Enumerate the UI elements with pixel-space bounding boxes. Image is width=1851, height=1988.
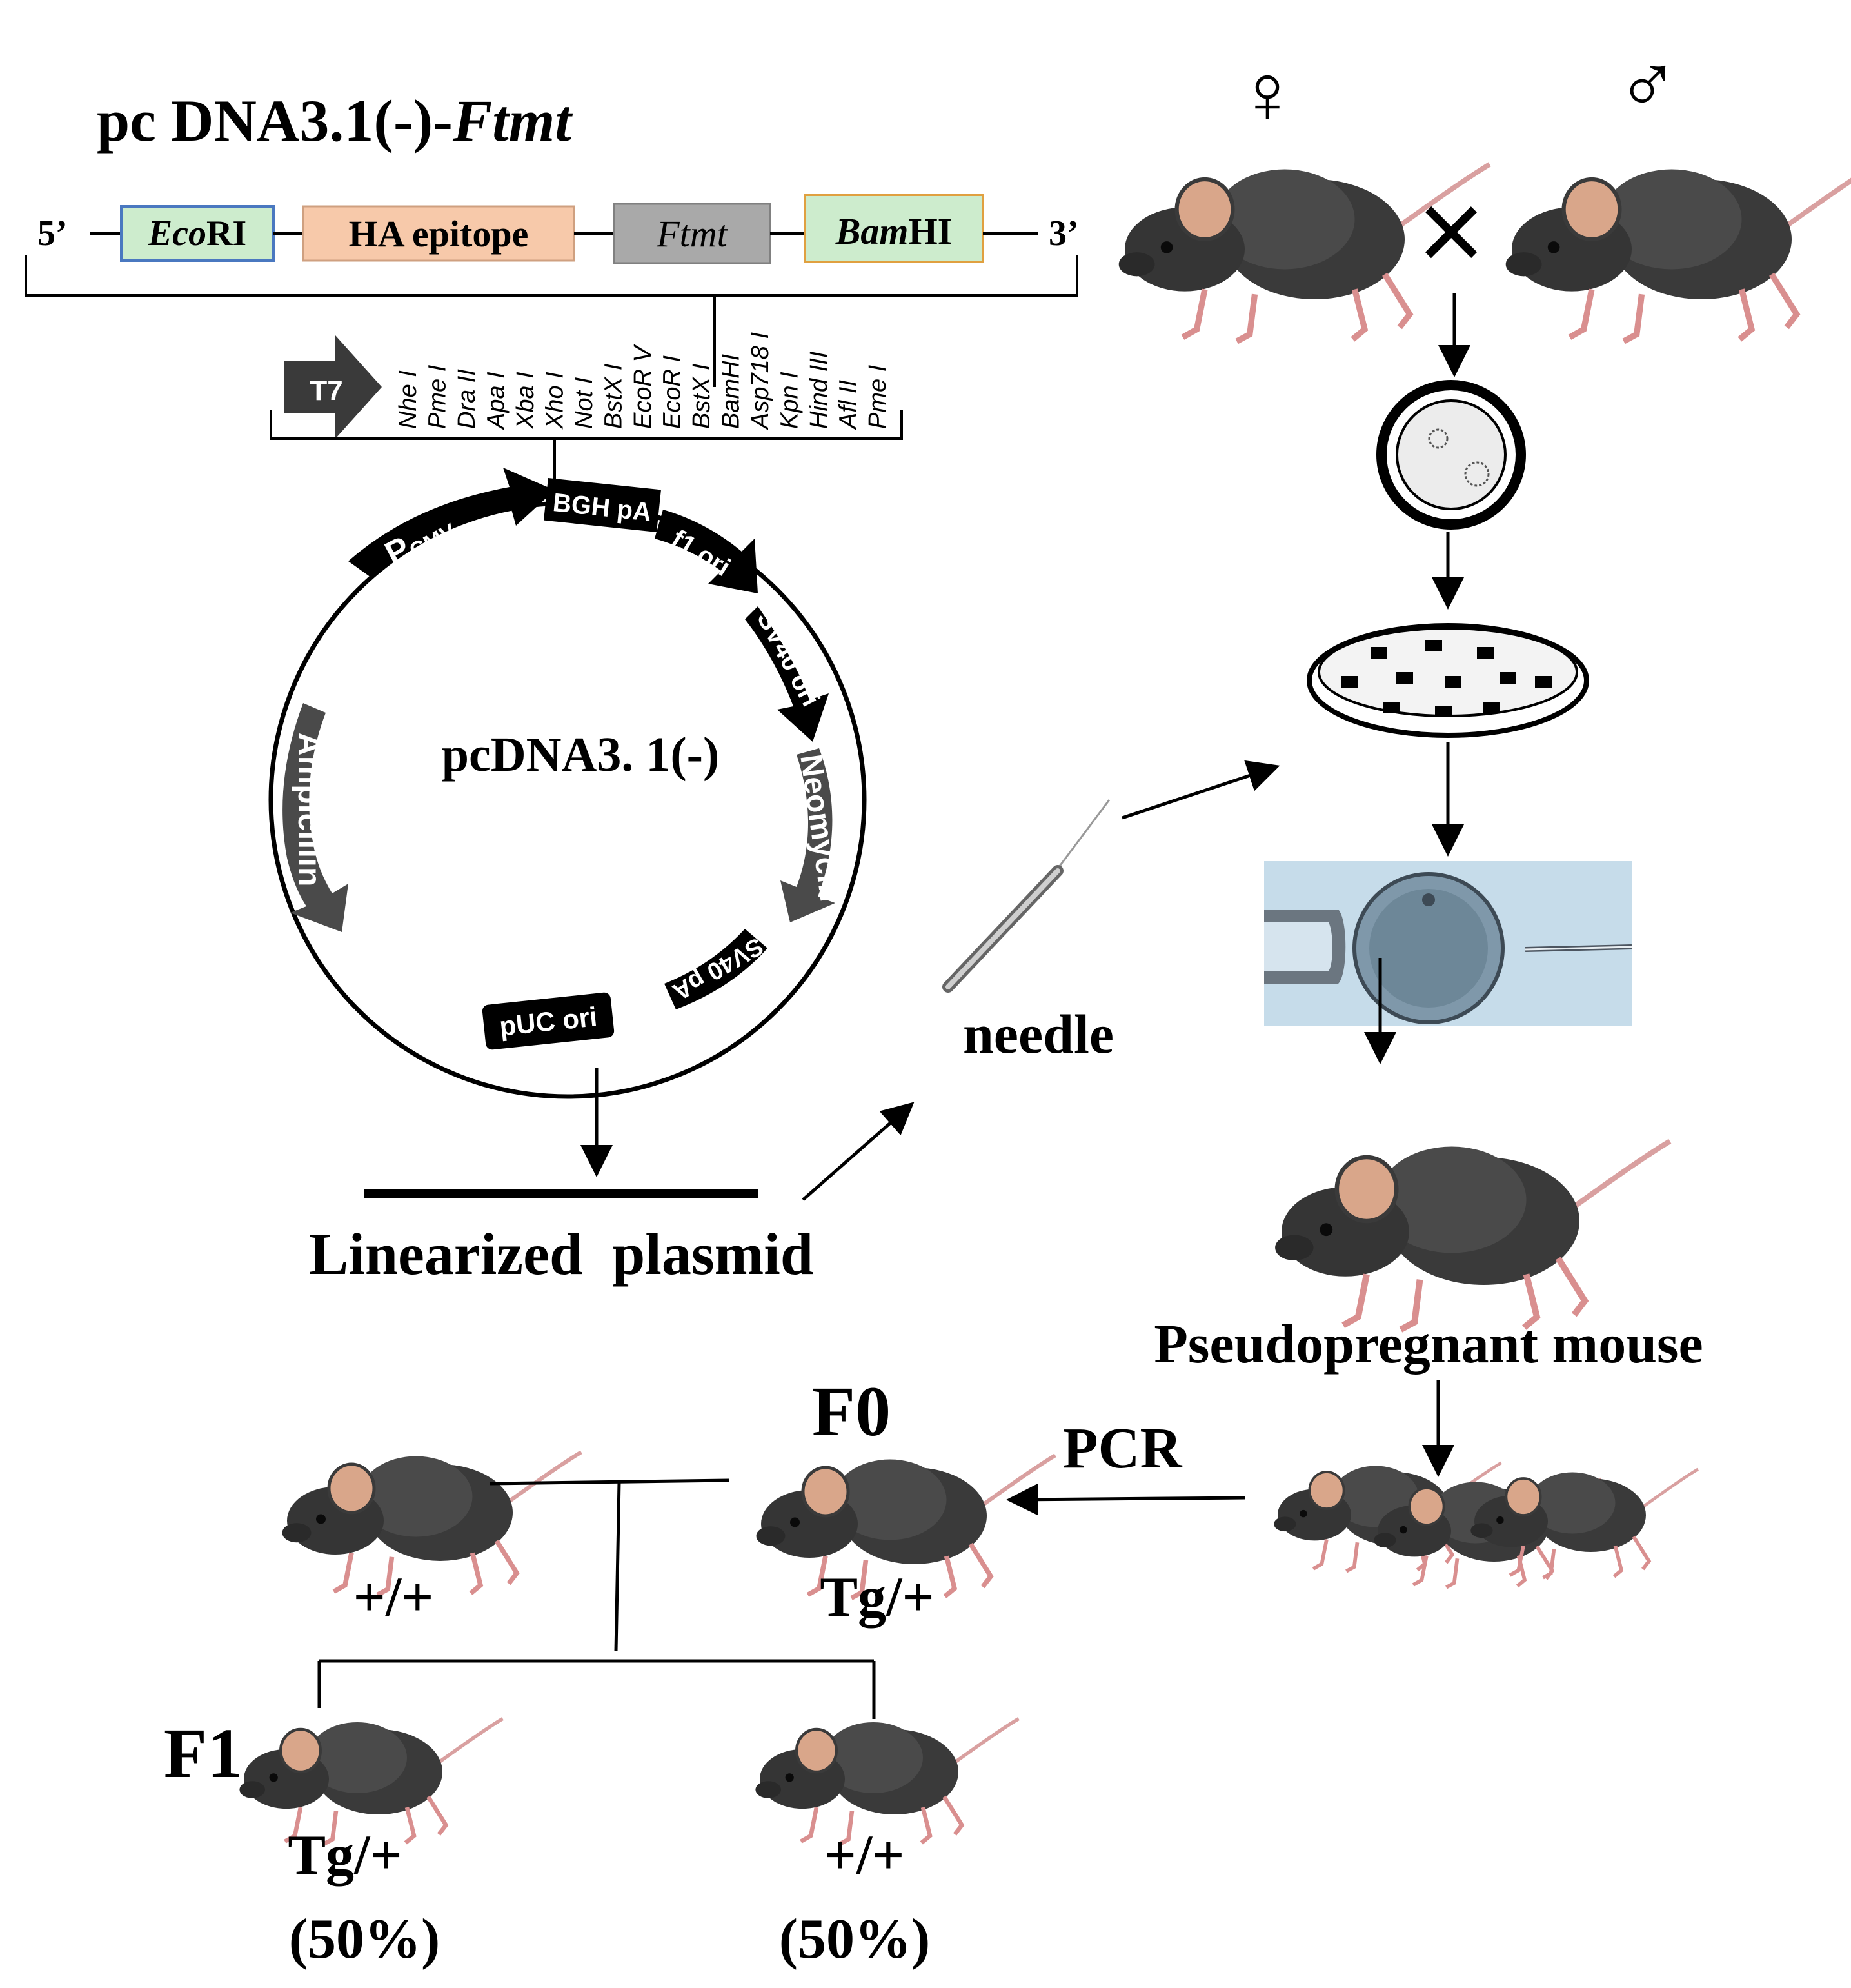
pseudopregnant-mouse xyxy=(1275,1141,1670,1329)
mcs-site-11: BamHI xyxy=(718,353,745,429)
plasmid-name: pcDNA3. 1(-) xyxy=(442,728,720,782)
microinjection-image xyxy=(1264,861,1632,1026)
t7-promoter-arrow xyxy=(284,335,382,439)
sv40-pa-label: SV40 pA xyxy=(668,932,768,1005)
pseudopregnant-label: Pseudopregnant mouse xyxy=(1154,1313,1703,1375)
mcs-site-15: Afl II xyxy=(835,380,862,430)
ampicillin-label: Ampicillin xyxy=(292,733,328,887)
ftmt-label: Ftmt xyxy=(656,213,728,255)
neomycin-feature xyxy=(780,748,835,922)
mcs-site-13: Kpn I xyxy=(777,372,804,429)
mcs-site-9: EcoR I xyxy=(659,355,686,429)
male-symbol: ♂ xyxy=(1616,37,1679,131)
mcs-site-1: Pme I xyxy=(424,364,451,429)
svg-text:BamHI: BamHI xyxy=(835,210,953,252)
mcs-site-7: BstX I xyxy=(600,363,628,429)
f1-label: F1 xyxy=(164,1714,243,1793)
puc-ori-feature xyxy=(482,992,615,1050)
ha-epitope-box xyxy=(302,205,575,262)
mcs-site-6: Not I xyxy=(571,377,598,429)
mcs-site-12: Asp718 I xyxy=(747,332,774,430)
f1-ori-feature xyxy=(655,510,758,593)
sv40-ori-feature xyxy=(745,606,829,742)
f1-tg-genotype: Tg/+ xyxy=(288,1824,402,1887)
ha-epitope-label: HA epitope xyxy=(349,213,529,255)
linearized-plasmid-label: Linearized plasmid xyxy=(309,1221,813,1287)
f1-wt-percent: (50%) xyxy=(779,1908,931,1971)
culture-dish-icon xyxy=(1307,623,1589,738)
construct-title: pc DNA3.1(-)-Ftmt xyxy=(97,88,573,154)
zygote-icon xyxy=(1376,380,1526,530)
f0-genotype: Tg/+ xyxy=(820,1566,934,1629)
title-prefix: pc DNA3.1(-)- xyxy=(97,88,453,154)
plasmid-map: PCMV BGH pA f1 ori SV40 ori Neomycin SV4… xyxy=(268,468,867,1099)
construct-map: 5’ EcoRI HA epitope Ftmt BamHI 3’ xyxy=(25,194,1079,387)
mcs-site-10: BstX I xyxy=(688,363,715,429)
bamhi-label-b: HI xyxy=(909,210,953,252)
mcs-site-14: Hind III xyxy=(806,351,833,429)
needle-label: needle xyxy=(963,1003,1114,1065)
mcs-site-4: Xba I xyxy=(512,372,539,430)
bgh-pa-feature xyxy=(544,477,661,533)
sv40-pa-feature xyxy=(664,929,767,1009)
bamhi-box xyxy=(804,194,984,263)
male-mouse xyxy=(1506,164,1851,341)
ecori-label-b: RI xyxy=(206,214,246,253)
mcs-site-16: Pme I xyxy=(864,364,891,429)
ampicillin-feature xyxy=(282,703,348,932)
mcs-site-2: Dra II xyxy=(453,369,480,429)
female-symbol: ♀ xyxy=(1236,46,1299,141)
sv40-ori-label: SV40 ori xyxy=(751,606,825,711)
pup-mouse-3 xyxy=(1470,1469,1698,1578)
mcs-site-8: EcoR V xyxy=(629,344,657,429)
svg-text:EcoRI: EcoRI xyxy=(148,214,246,253)
pcmv-feature xyxy=(348,468,555,577)
f1-wt-genotype: +/+ xyxy=(824,1824,905,1887)
three-prime-end: 3’ xyxy=(1049,214,1079,253)
t7-label: T7 xyxy=(310,375,342,406)
f0-label: F0 xyxy=(812,1372,891,1451)
mcs-site-5: Xho I xyxy=(542,372,569,430)
mcs-site-0: Nhe I xyxy=(395,370,422,429)
pcr-label: PCR xyxy=(1063,1416,1183,1480)
bamhi-label-a: Bam xyxy=(835,210,909,252)
ftmt-box xyxy=(613,203,771,264)
ecori-label-a: Eco xyxy=(148,214,206,253)
five-prime-end: 5’ xyxy=(37,214,68,253)
cross-symbol: × xyxy=(1417,166,1485,296)
f1-tg-percent: (50%) xyxy=(289,1908,440,1971)
needle-icon xyxy=(942,799,1111,993)
wildtype-parent-genotype: +/+ xyxy=(353,1566,434,1629)
mcs-site-3: Apa I xyxy=(483,372,510,430)
title-gene: Ftmt xyxy=(452,88,573,154)
